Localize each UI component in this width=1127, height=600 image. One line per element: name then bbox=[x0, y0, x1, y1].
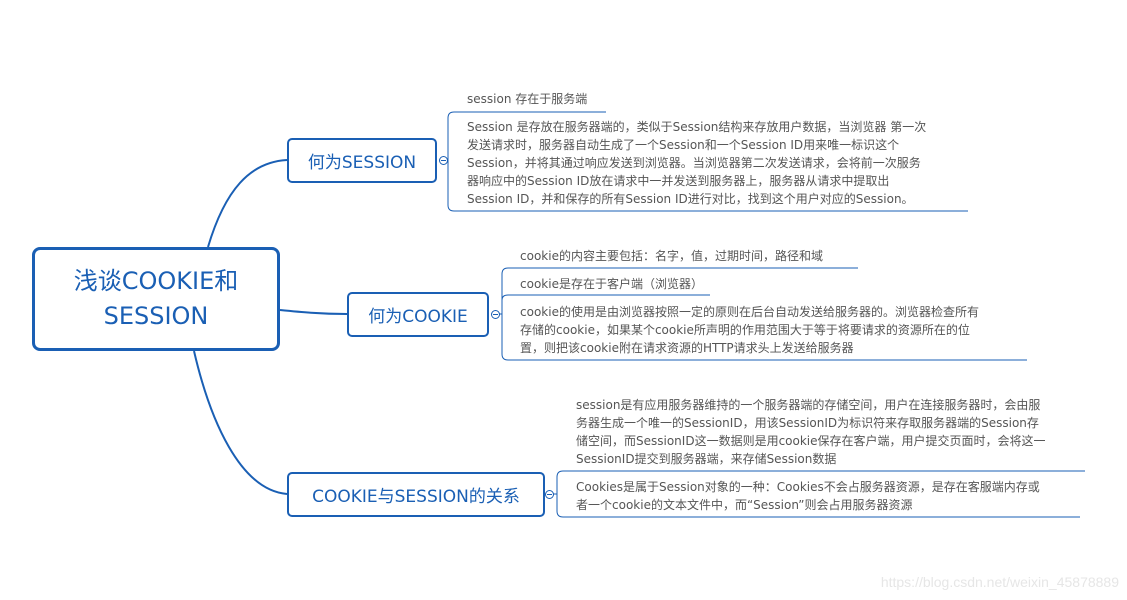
topic-cookie-session-relation[interactable]: COOKIE与SESSION的关系 bbox=[287, 472, 545, 517]
subtopic-text-line: 者一个cookie的文本文件中，而“Session”则会占用服务器资源 bbox=[576, 498, 913, 512]
subtopic-cookie-location[interactable]: cookie是存在于客户端（浏览器） bbox=[520, 275, 703, 293]
subtopic-text-line: session是有应用服务器维持的一个服务器端的存储空间，用户在连接服务器时，会… bbox=[576, 398, 1041, 412]
subtopic-text-line: 储空间，而SessionID这一数据则是用cookie保存在客户端，用户提交页面… bbox=[576, 434, 1046, 448]
subtopic-session-storage[interactable]: session是有应用服务器维持的一个服务器端的存储空间，用户在连接服务器时，会… bbox=[576, 396, 1046, 468]
subtopic-text-line: 发送请求时，服务器自动生成了一个Session和一个Session ID用来唯一… bbox=[467, 138, 900, 152]
subtopic-text-line: Session 是存放在服务器端的，类似于Session结构来存放用户数据，当浏… bbox=[467, 120, 927, 134]
subtopic-text-line: 置，则把该cookie附在请求资源的HTTP请求头上发送给服务器 bbox=[520, 341, 854, 355]
watermark: https://blog.csdn.net/weixin_45878889 bbox=[880, 574, 1119, 590]
subtopic-text-line: 存储的cookie，如果某个cookie所声明的作用范围大于等于将要请求的资源所… bbox=[520, 323, 970, 337]
central-topic-line1: 浅谈COOKIE和 bbox=[73, 267, 239, 295]
subtopic-text: session 存在于服务端 bbox=[467, 92, 588, 106]
topic-what-is-cookie[interactable]: 何为COOKIE bbox=[347, 292, 489, 337]
topic-label: 何为COOKIE bbox=[368, 307, 468, 327]
collapse-icon[interactable] bbox=[439, 156, 448, 165]
subtopic-text-line: cookie的使用是由浏览器按照一定的原则在后台自动发送给服务器的。浏览器检查所… bbox=[520, 305, 979, 319]
subtopic-text-line: Session，并将其通过响应发送到浏览器。当浏览器第二次发送请求，会将前一次服… bbox=[467, 156, 921, 170]
subtopic-session-location[interactable]: session 存在于服务端 bbox=[467, 90, 587, 108]
central-topic-line2: SESSION bbox=[103, 302, 209, 330]
collapse-icon[interactable] bbox=[491, 310, 500, 319]
topic-label: COOKIE与SESSION的关系 bbox=[312, 487, 520, 507]
collapse-icon[interactable] bbox=[545, 490, 554, 499]
central-topic[interactable]: 浅谈COOKIE和 SESSION bbox=[32, 247, 280, 351]
topic-label: 何为SESSION bbox=[307, 153, 417, 173]
subtopic-text-line: 务器生成一个唯一的SessionID，用该SessionID为标识符来存取服务器… bbox=[576, 416, 1039, 430]
subtopic-text-line: 器响应中的Session ID放在请求中一并发送到服务器上，服务器从请求中提取出 bbox=[467, 174, 890, 188]
subtopic-text-line: Session ID，并和保存的所有Session ID进行对比，找到这个用户对… bbox=[467, 192, 914, 206]
subtopic-text-line: Cookies是属于Session对象的一种：Cookies不会占服务器资源，是… bbox=[576, 480, 1040, 494]
subtopic-cookies-vs-session[interactable]: Cookies是属于Session对象的一种：Cookies不会占服务器资源，是… bbox=[576, 478, 1040, 514]
subtopic-cookie-usage[interactable]: cookie的使用是由浏览器按照一定的原则在后台自动发送给服务器的。浏览器检查所… bbox=[520, 303, 979, 357]
subtopic-cookie-content[interactable]: cookie的内容主要包括：名字，值，过期时间，路径和域 bbox=[520, 247, 823, 265]
subtopic-text-line: SessionID提交到服务器端，来存储Session数据 bbox=[576, 452, 837, 466]
subtopic-session-definition[interactable]: Session 是存放在服务器端的，类似于Session结构来存放用户数据，当浏… bbox=[467, 118, 926, 208]
subtopic-text: cookie的内容主要包括：名字，值，过期时间，路径和域 bbox=[520, 249, 823, 263]
topic-what-is-session[interactable]: 何为SESSION bbox=[287, 138, 437, 183]
subtopic-text: cookie是存在于客户端（浏览器） bbox=[520, 277, 703, 291]
